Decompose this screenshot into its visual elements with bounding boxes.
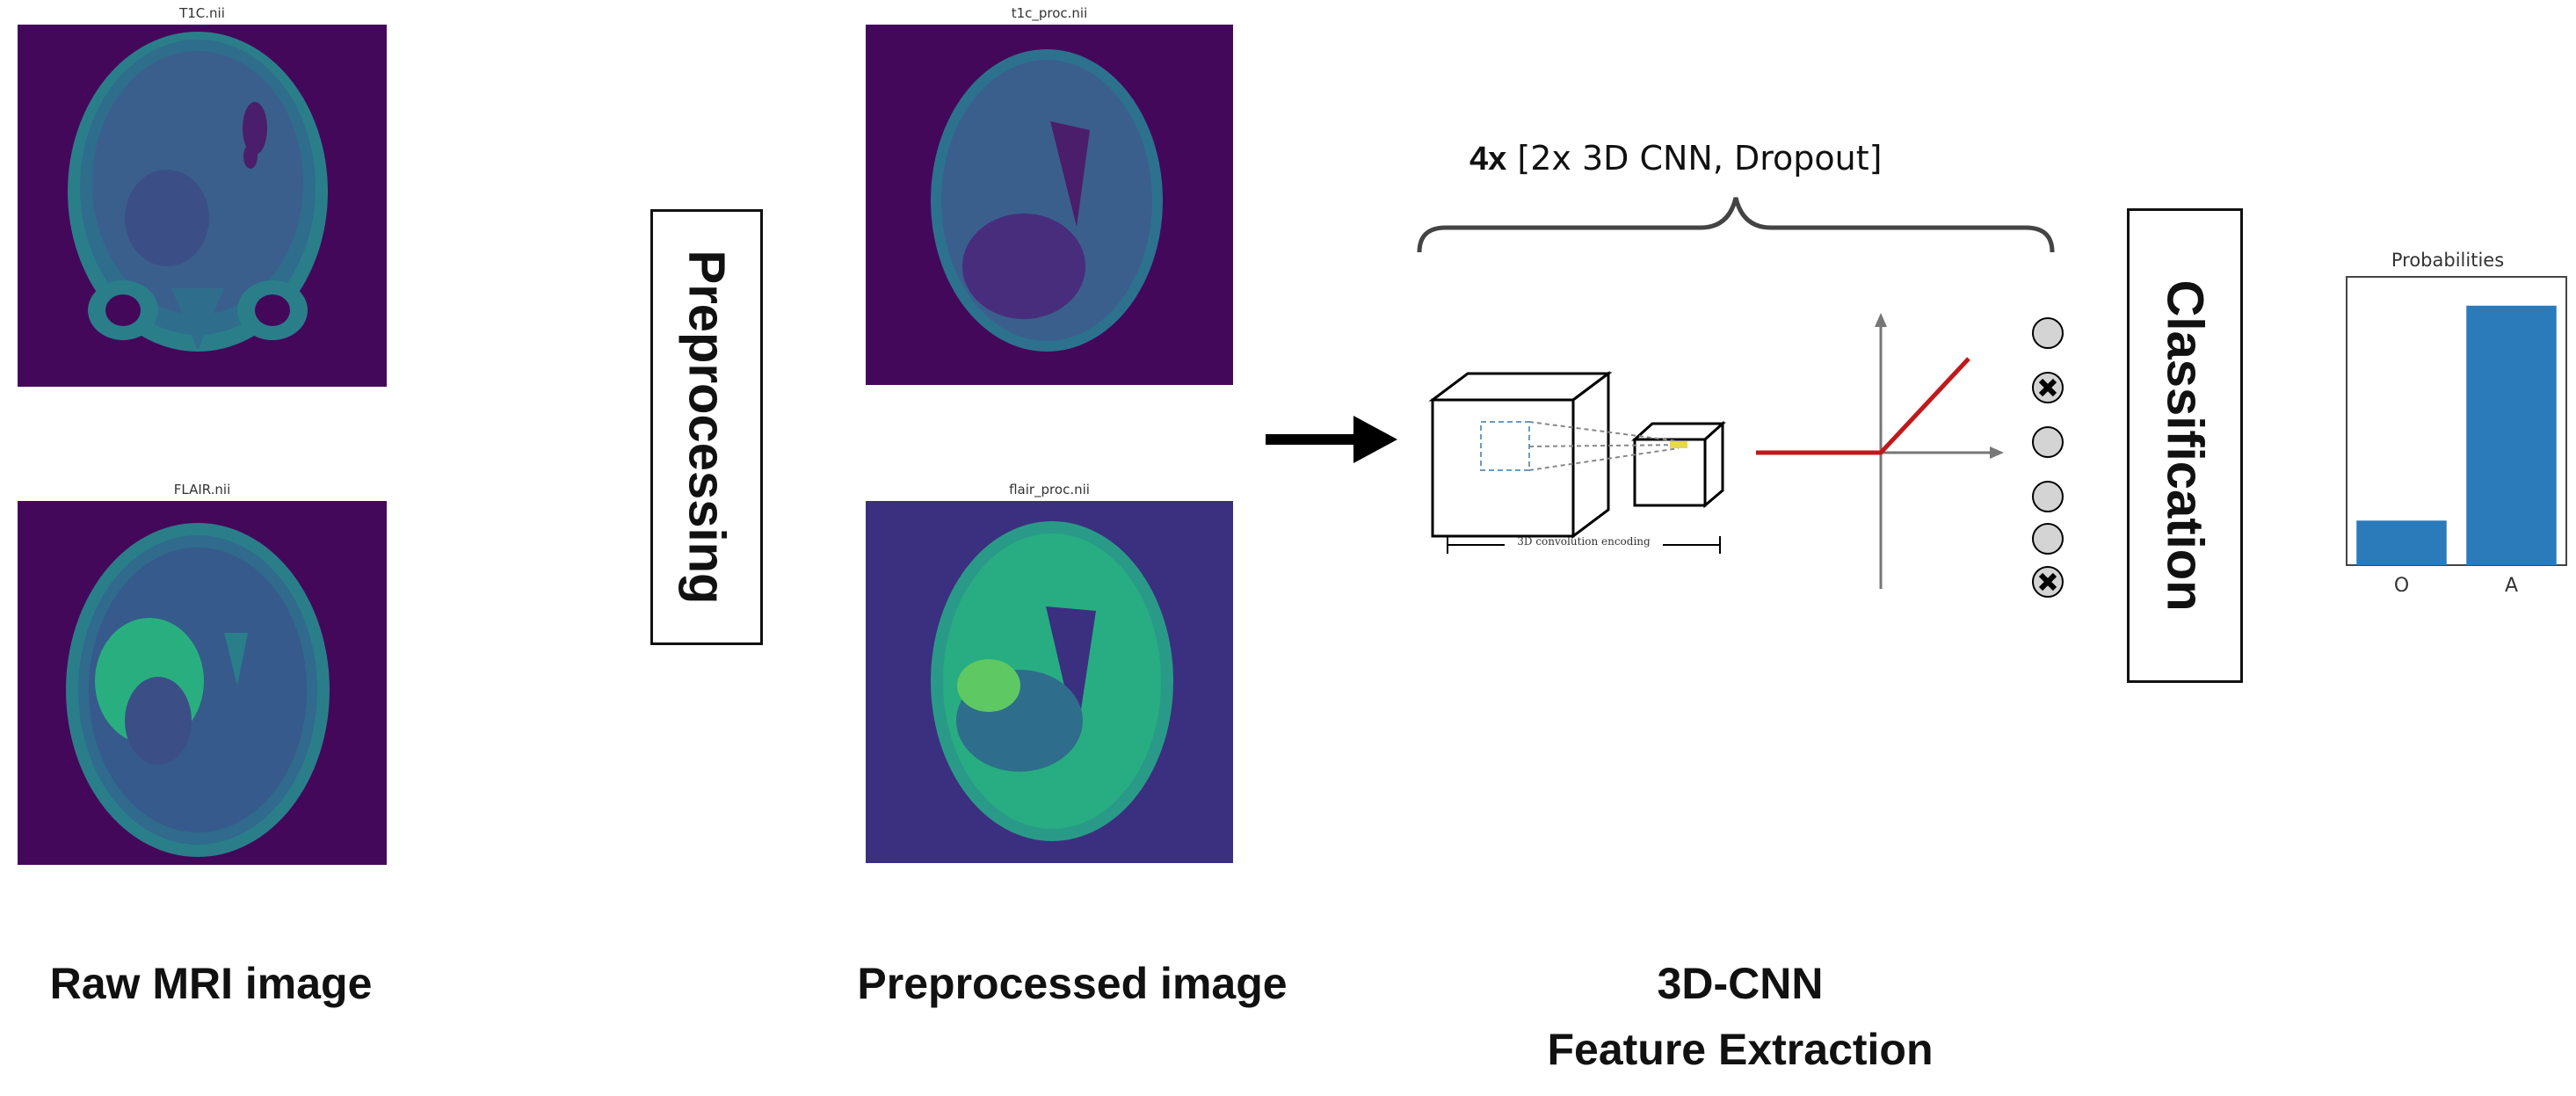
neuron-3 <box>2032 426 2064 458</box>
label-preprocessed: Preprocessed image <box>857 959 1288 1008</box>
raw-t1c-image <box>18 25 387 387</box>
cnn-repeat-text: [2x 3D CNN, Dropout] <box>1517 139 1883 178</box>
raw-bottom-title: FLAIR.nii <box>173 482 231 497</box>
proc-flair-image <box>866 501 1233 863</box>
label-cnn-line1: 3D-CNN <box>1657 959 1824 1008</box>
raw-top-title: T1C.nii <box>179 5 225 21</box>
probabilities-chart: Probabilities O A <box>2346 250 2567 597</box>
conv-caption: 3D convolution encoding <box>1517 535 1651 548</box>
dropout-neurons <box>2032 317 2064 598</box>
proc-bottom-title: flair_proc.nii <box>1009 482 1090 497</box>
tick-label-A: A <box>2505 575 2518 597</box>
neuron-1 <box>2032 317 2064 349</box>
cnn-brace <box>1417 197 2055 253</box>
relu-plot <box>1756 313 2004 589</box>
cnn-repeat-caption: 4x [2x 3D CNN, Dropout] <box>1469 139 1882 178</box>
bar-A <box>2466 305 2557 565</box>
neuron-4 <box>2032 481 2064 512</box>
bar-O <box>2356 520 2447 565</box>
proc-top-title: t1c_proc.nii <box>1011 5 1088 21</box>
chart-title: Probabilities <box>2391 250 2504 271</box>
conv-span-bracket <box>1447 536 1721 554</box>
raw-flair-image <box>18 501 387 865</box>
flow-arrow <box>1266 416 1397 463</box>
conv-cubes <box>1428 371 1726 539</box>
preprocessing-label: Preprocessing <box>678 250 736 605</box>
cnn-repeat-bold: 4x <box>1469 141 1507 178</box>
label-cnn-line2: Feature Extraction <box>1547 1025 1934 1074</box>
tick-label-O: O <box>2394 575 2409 597</box>
classification-box: Classification <box>2127 208 2243 683</box>
preprocessing-box: Preprocessing <box>650 209 763 645</box>
label-raw-mri: Raw MRI image <box>49 959 373 1008</box>
neuron-5 <box>2032 523 2064 555</box>
classification-label: Classification <box>2156 279 2214 612</box>
proc-t1c-image <box>866 25 1233 385</box>
chart-frame <box>2346 276 2567 566</box>
